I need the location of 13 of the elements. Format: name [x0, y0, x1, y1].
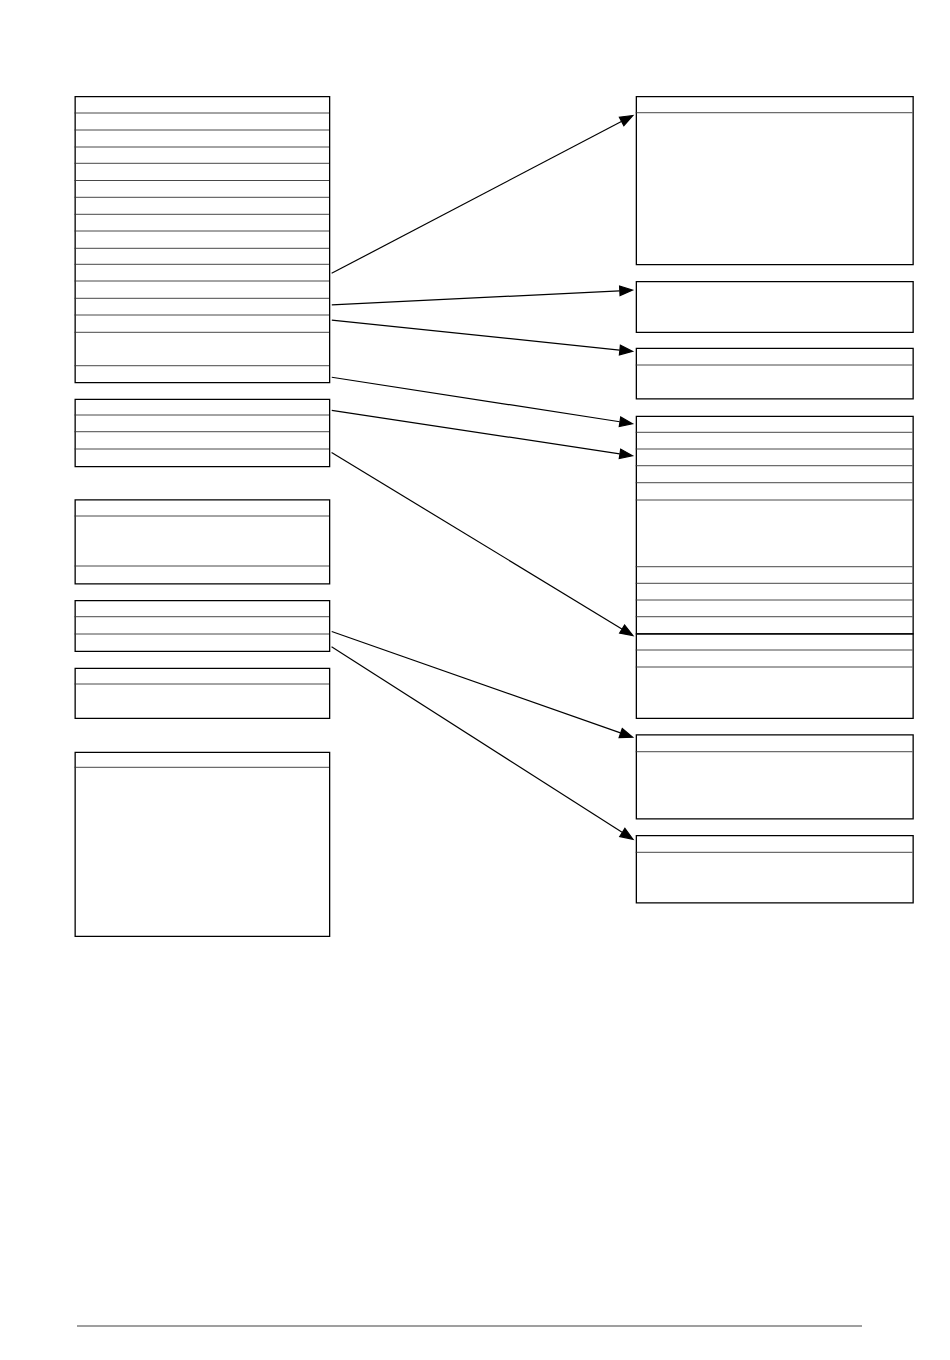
- table: [635, 734, 914, 820]
- table: [74, 398, 331, 468]
- table: [635, 347, 914, 400]
- table: [635, 281, 914, 333]
- table: [635, 633, 914, 719]
- table: [74, 96, 331, 384]
- table: [635, 415, 914, 635]
- table: [74, 667, 331, 719]
- table: [635, 96, 914, 266]
- table: [74, 751, 331, 937]
- table: [74, 600, 331, 652]
- table: [635, 835, 914, 904]
- table: [74, 499, 331, 585]
